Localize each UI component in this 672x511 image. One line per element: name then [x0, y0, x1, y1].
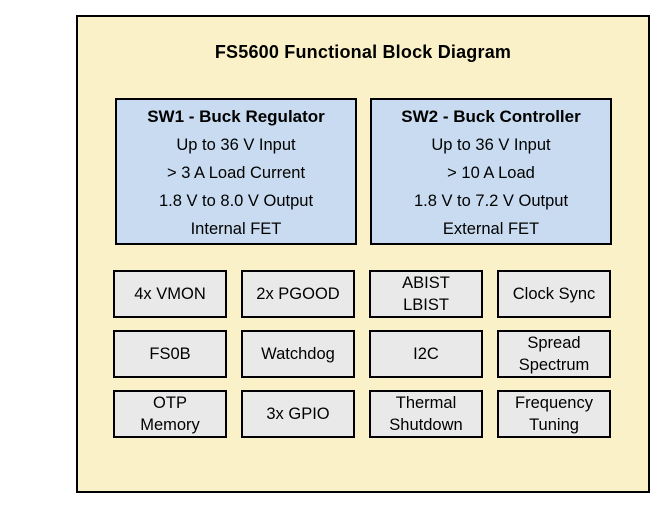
spec-line: External FET [442, 220, 540, 238]
block-fs0b: FS0B [113, 330, 227, 378]
spec-line: Up to 36 V Input [176, 136, 296, 154]
block-sw2-buck-controller: SW2 - Buck Controller Up to 36 V Input >… [370, 98, 612, 245]
block-gpio: 3x GPIO [241, 390, 355, 438]
block-abist-lbist: ABIST LBIST [369, 270, 483, 318]
diagram-title: FS5600 Functional Block Diagram [214, 42, 512, 62]
diagram-frame: FS5600 Functional Block Diagram SW1 - Bu… [76, 15, 650, 493]
block-sw1-buck-regulator: SW1 - Buck Regulator Up to 36 V Input > … [115, 98, 357, 245]
block-frequency-tuning: Frequency Tuning [497, 390, 611, 438]
block-thermal-shutdown: Thermal Shutdown [369, 390, 483, 438]
spec-line: Internal FET [190, 220, 282, 238]
spec-line: Up to 36 V Input [431, 136, 551, 154]
block-otp-memory: OTP Memory [113, 390, 227, 438]
block-clock-sync: Clock Sync [497, 270, 611, 318]
block-title: SW1 - Buck Regulator [147, 107, 325, 126]
block-title: SW2 - Buck Controller [401, 107, 581, 126]
block-watchdog: Watchdog [241, 330, 355, 378]
spec-line: > 3 A Load Current [166, 164, 306, 182]
block-pgood: 2x PGOOD [241, 270, 355, 318]
block-spread-spectrum: Spread Spectrum [497, 330, 611, 378]
regulator-row: SW1 - Buck Regulator Up to 36 V Input > … [115, 98, 612, 245]
spec-line: > 10 A Load [447, 164, 535, 182]
block-vmon: 4x VMON [113, 270, 227, 318]
block-i2c: I2C [369, 330, 483, 378]
feature-grid: 4x VMON 2x PGOOD ABIST LBIST Clock Sync … [113, 270, 611, 438]
spec-line: 1.8 V to 8.0 V Output [158, 192, 314, 210]
spec-line: 1.8 V to 7.2 V Output [413, 192, 569, 210]
